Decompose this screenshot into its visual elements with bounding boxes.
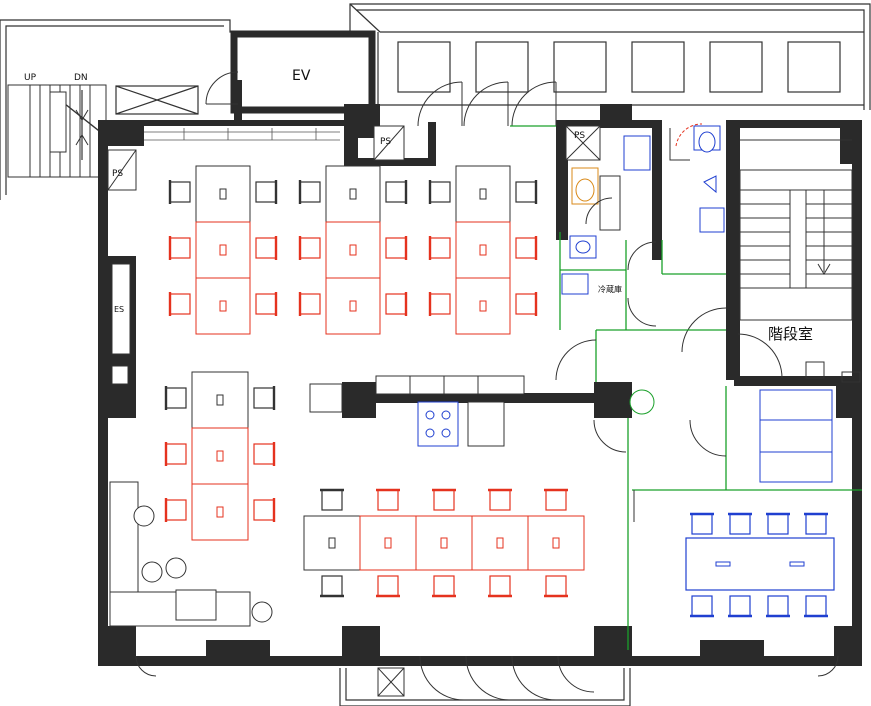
desk-monitor [552,537,560,549]
chair [429,237,451,259]
desk-monitor [216,394,224,406]
lounge [109,481,273,627]
chair [299,237,321,259]
chair [165,387,187,409]
escalator-label: ES [114,305,124,314]
chair [729,513,751,535]
chair [433,575,455,597]
desk-monitor [479,244,487,256]
chair [515,237,537,259]
chair [515,181,537,203]
chair [433,489,455,511]
chair [321,489,343,511]
storage-shelves [759,389,833,483]
chair [299,293,321,315]
chair [299,181,321,203]
desk-monitor [216,506,224,518]
chair [169,237,191,259]
elevator-label: EV [292,68,311,84]
entrance-doors [417,81,557,127]
chair [489,575,511,597]
desk-monitor [440,537,448,549]
partitions [510,125,862,650]
round-fixture [629,389,655,415]
chair [767,513,789,535]
desk-monitor [349,244,357,256]
chair [255,237,277,259]
chair [255,181,277,203]
desk-monitor [479,188,487,200]
chair [515,293,537,315]
desk [455,277,511,335]
chair [691,595,713,617]
desk-monitor [328,537,336,549]
chair [805,513,827,535]
desk-monitor [219,244,227,256]
desk-layout [164,165,585,598]
kitchen [309,375,525,447]
desk-monitor [219,300,227,312]
chair [767,595,789,617]
chair [169,293,191,315]
pipe-shafts [107,125,601,191]
chair [385,293,407,315]
restroom [561,125,725,295]
walls [98,104,862,666]
vent-box [115,85,199,115]
chair [165,499,187,521]
elevator [205,30,376,120]
desk [455,221,511,279]
chair [255,293,277,315]
chair [165,443,187,465]
chair [545,489,567,511]
bottom-doors [135,655,839,701]
chair [253,387,275,409]
right-stairwell [681,139,861,383]
desk-monitor [349,300,357,312]
restroom-walls [555,128,727,522]
desk-monitor [219,188,227,200]
stove [417,401,459,447]
desk-monitor [496,537,504,549]
toilet-orange [571,167,599,205]
chair [321,575,343,597]
window-sill [144,128,340,141]
desk-monitor [349,188,357,200]
meeting-device [715,561,731,567]
stair-down-label: DN [74,73,88,83]
desk-monitor [384,537,392,549]
chair [429,293,451,315]
ps-label-left: PS [112,169,123,179]
meeting-room [685,512,835,618]
chair [385,237,407,259]
meeting-device [789,561,805,567]
stairwell-label: 階段室 [768,325,813,343]
chair [489,489,511,511]
chair [545,575,567,597]
fridge-label: 冷蔵庫 [598,284,622,294]
chair [429,181,451,203]
chair [253,443,275,465]
top-windows [397,41,841,93]
chair [169,181,191,203]
chair [253,499,275,521]
ps-label-mid: PS [380,137,391,147]
bottom-vent [377,667,405,697]
desk-monitor [479,300,487,312]
chair [377,575,399,597]
wall-openings [111,263,131,385]
ps-label-right: PS [574,131,585,141]
chair [377,489,399,511]
stair-up-label: UP [24,73,37,83]
desk-monitor [216,450,224,462]
meeting-table [685,537,835,591]
stair-up-down [7,84,109,178]
chair [729,595,751,617]
chair [805,595,827,617]
chair [385,181,407,203]
chair [691,513,713,535]
